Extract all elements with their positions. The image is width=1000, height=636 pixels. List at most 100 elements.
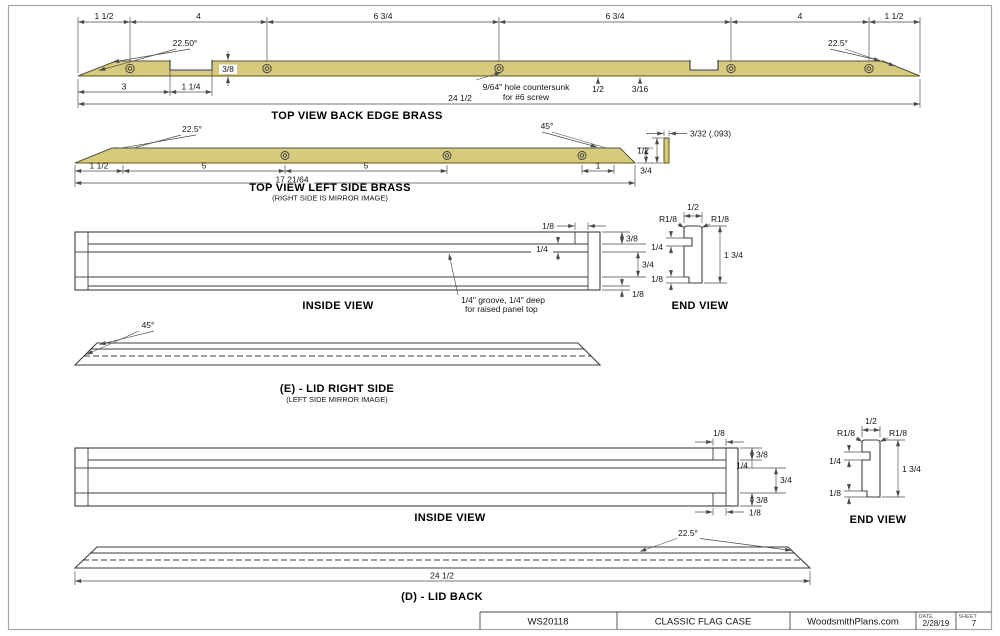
dim-segment-4: 6 3/4	[606, 11, 625, 21]
brass-section-bar	[663, 137, 670, 164]
dim-angle-left: 22.50°	[173, 38, 198, 48]
dim-segment-1: 1 1/2	[95, 11, 114, 21]
back-edge-notch-left	[169, 59, 213, 71]
screw-hole	[262, 63, 272, 74]
dim-end-height: 1 3/4	[902, 464, 921, 474]
lid-side-subtitle: (LEFT SIDE MIRROR IMAGE)	[286, 395, 388, 404]
lid-back-end-view-title: END VIEW	[850, 514, 907, 526]
dim-end-radius-left: R1/8	[659, 214, 677, 224]
lid-back-outside-view: 22.5° 24 1/2 (D) - LID BACK	[73, 528, 812, 603]
screw-hole	[442, 151, 452, 160]
hole-note-line2: for #6 screw	[503, 92, 550, 102]
lid-side-inside-view: 1/8 3/8 1/4 3/4 1/8 1/4" groove, 1/4" de…	[74, 221, 654, 314]
screw-hole	[577, 151, 587, 160]
lid-back-outside-body	[73, 546, 812, 569]
dim-top-gap: 1/8	[542, 221, 554, 231]
dim-angle-right: 45°	[541, 121, 554, 131]
left-side-brass-strip	[74, 147, 637, 164]
dim-end-width: 1/2	[687, 202, 699, 212]
dim-groove: 1/4	[536, 244, 548, 254]
hole-note-line1: 9/64" hole countersunk	[483, 82, 570, 92]
left-side-screw-holes	[280, 151, 587, 160]
date-label: DATE	[919, 614, 934, 620]
dim-half: 1/2	[592, 84, 604, 94]
dim-angle-right: 22.5°	[828, 38, 848, 48]
dim-overall-length: 24 1/2	[448, 93, 472, 103]
lid-back-inside-view-title: INSIDE VIEW	[414, 512, 485, 524]
left-side-view-subtitle: (RIGHT SIDE IS MIRROR IMAGE)	[272, 194, 388, 203]
dim-end-groove: 1/4	[651, 242, 663, 252]
dim-segment-2: 5	[202, 161, 207, 171]
dim-angle-left: 22.5°	[182, 124, 202, 134]
back-edge-lower-dimension-lines	[77, 48, 921, 108]
date-value: 2/28/19	[923, 619, 950, 628]
dim-groove: 1/4	[736, 461, 748, 471]
groove-note-line1: 1/4" groove, 1/4" deep	[461, 295, 545, 305]
plan-title: CLASSIC FLAG CASE	[655, 617, 752, 628]
dim-end-radius-right: R1/8	[711, 214, 729, 224]
lid-back-end-view: 1/2 R1/8 R1/8 1 3/4 1/4 1/8 END VIEW	[829, 416, 921, 526]
dim-notch-width: 1 1/4	[182, 82, 201, 92]
dim-section-thickness: 3/32 (.093)	[690, 129, 731, 139]
lid-back-end-dimension-lines	[844, 426, 905, 505]
sheet-border	[7, 4, 993, 631]
dim-bevel-angle: 22.5°	[678, 528, 698, 538]
screw-hole	[125, 63, 135, 74]
lid-side-end-view-title: END VIEW	[672, 300, 729, 312]
dim-thickness: 3/8	[222, 64, 234, 74]
lid-back-title: (D) - LID BACK	[401, 591, 483, 603]
lid-side-end-profile	[683, 225, 703, 284]
dim-top-gap: 1/8	[713, 428, 725, 438]
dim-segment-5: 4	[798, 11, 803, 21]
back-edge-screw-holes	[125, 63, 874, 74]
plan-number: WS20118	[527, 617, 568, 628]
dim-end-radius-left: R1/8	[837, 428, 855, 438]
dim-end-height: 1 3/4	[724, 250, 743, 260]
dim-end-groove: 1/4	[829, 456, 841, 466]
lid-side-end-dimension-lines	[666, 212, 727, 291]
dim-segment-2: 4	[196, 11, 201, 21]
lid-side-title: (E) - LID RIGHT SIDE	[280, 383, 394, 395]
lid-side-dimension-lines	[448, 222, 646, 298]
dim-end-width: 3/4	[640, 166, 652, 176]
lid-side-joinery-lines	[75, 232, 589, 290]
screw-hole	[280, 151, 290, 160]
lid-side-outside-body	[73, 342, 602, 366]
dim-middle: 3/4	[780, 475, 792, 485]
left-side-view-title: TOP VIEW LEFT SIDE BRASS	[249, 182, 410, 194]
lid-back-end-profile	[861, 439, 881, 498]
dim-three-sixteenths: 3/16	[632, 84, 649, 94]
screw-hole	[864, 63, 874, 74]
lid-back-overall-dimension	[74, 571, 811, 585]
lid-side-inside-view-title: INSIDE VIEW	[302, 300, 373, 312]
lid-back-inside-view: 1/8 3/8 1/4 3/4 3/8 1/8 INSIDE VIEW	[74, 428, 792, 524]
dim-bottom-rail: 3/8	[756, 495, 768, 505]
lid-back-body	[74, 447, 739, 507]
dim-overall-length: 17 21/64	[275, 175, 308, 185]
dim-end-lip: 1/8	[651, 274, 663, 284]
dim-middle: 3/4	[642, 260, 654, 270]
dim-end-width: 1/2	[865, 416, 877, 426]
dim-overall-length: 24 1/2	[430, 571, 454, 581]
screw-hole	[726, 63, 736, 74]
dim-end-lip: 1/8	[829, 488, 841, 498]
lid-back-joinery-lines	[75, 448, 727, 506]
dim-notch-offset: 3	[122, 82, 127, 92]
back-edge-view-title: TOP VIEW BACK EDGE BRASS	[271, 110, 442, 122]
dim-segment-6: 1 1/2	[885, 11, 904, 21]
sheet-label: SHEET	[959, 614, 978, 620]
lid-side-end-view: 1/2 R1/8 R1/8 1 3/4 1/4 1/8 END VIEW	[651, 202, 743, 312]
dim-bottom-gap: 1/8	[632, 289, 644, 299]
back-edge-dimension-lines	[77, 17, 921, 73]
dim-section-height: 1/2	[637, 146, 649, 156]
lid-side-outside-view: 45° (E) - LID RIGHT SIDE (LEFT SIDE MIRR…	[73, 320, 602, 404]
back-edge-brass-view: 1 1/2 4 6 3/4 6 3/4 4 1 1/2 22.50° 22.5°…	[77, 11, 921, 122]
dim-end-radius-right: R1/8	[889, 428, 907, 438]
sheet-number: 7	[972, 619, 977, 628]
dim-segment-4: 1	[596, 161, 601, 171]
lid-side-body	[74, 231, 601, 291]
left-side-brass-view: 1 1/2 5 5 1 17 21/64 3/4 22.5° 45° TOP V…	[74, 121, 653, 203]
brass-section-detail: 3/32 (.093) 1/2	[637, 129, 731, 164]
